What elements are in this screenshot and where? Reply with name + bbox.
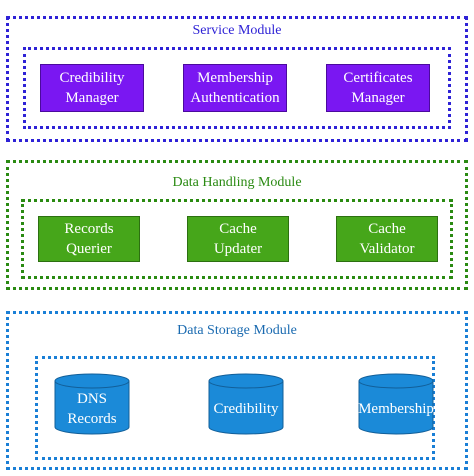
membership-authentication-box: Membership Authentication xyxy=(183,64,287,112)
credibility-database-label: Credibility xyxy=(213,401,279,417)
cache-updater-box: Cache Updater xyxy=(187,216,289,262)
service-module: Service Module Credibility Manager Membe… xyxy=(6,16,468,142)
credibility-database: Credibility xyxy=(208,373,284,435)
records-querier-box: Records Querier xyxy=(38,216,140,262)
data-storage-databases-group: DNS Records Credibility Membership xyxy=(35,356,435,460)
service-components-group: Credibility Manager Membership Authentic… xyxy=(23,47,451,129)
database-cylinder-icon xyxy=(358,373,434,435)
data-storage-module-title: Data Storage Module xyxy=(177,323,297,338)
database-cylinder-icon xyxy=(54,373,130,435)
data-handling-components-group: Records Querier Cache Updater Cache Vali… xyxy=(21,199,453,279)
database-cylinder-icon xyxy=(208,373,284,435)
data-handling-module: Data Handling Module Records Querier Cac… xyxy=(6,160,468,290)
membership-database-label: Membership xyxy=(358,401,434,417)
dns-records-database: DNS Records xyxy=(54,373,130,435)
credibility-manager-box: Credibility Manager xyxy=(40,64,144,112)
cache-validator-box: Cache Validator xyxy=(336,216,438,262)
membership-database: Membership xyxy=(358,373,434,435)
certificates-manager-box: Certificates Manager xyxy=(326,64,430,112)
dns-records-label: DNS Records xyxy=(67,391,117,427)
data-handling-module-title: Data Handling Module xyxy=(172,175,302,190)
data-storage-module: Data Storage Module DNS Records Credibil… xyxy=(6,311,468,470)
service-module-title: Service Module xyxy=(192,23,282,38)
